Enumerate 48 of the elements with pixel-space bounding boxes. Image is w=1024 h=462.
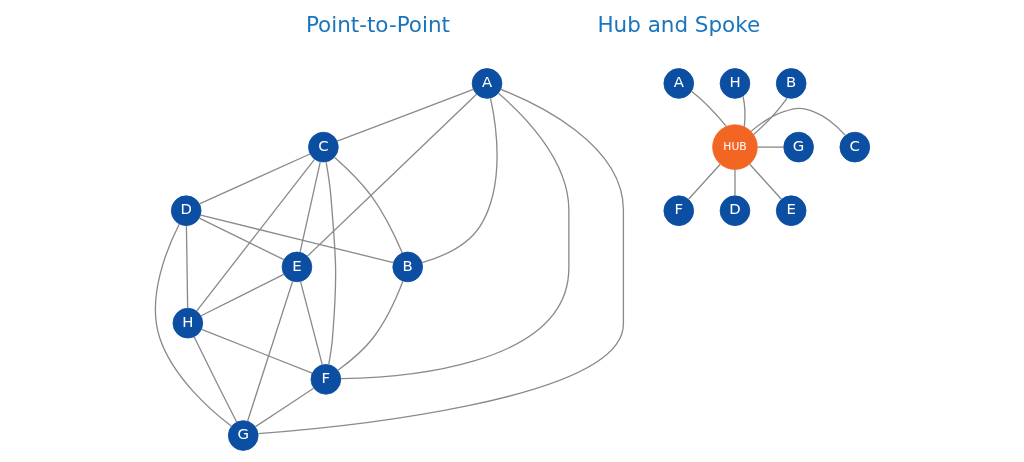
- connector: [192, 336, 237, 423]
- label: Hub and Spoke: [596, 12, 760, 38]
- connector: [741, 95, 746, 128]
- connector: [687, 163, 721, 200]
- node-circle: C: [839, 131, 870, 163]
- node-circle: F: [663, 195, 694, 227]
- connector: [335, 88, 474, 142]
- connector: [306, 93, 477, 257]
- connector: [752, 97, 788, 136]
- connector: [299, 280, 323, 366]
- connector: [154, 223, 232, 427]
- node-circle: B: [775, 68, 806, 99]
- connector: [756, 146, 784, 148]
- connector: [339, 92, 569, 380]
- node-circle: F: [310, 364, 341, 395]
- node-circle: A: [663, 68, 694, 99]
- connector: [324, 161, 336, 366]
- connector: [195, 158, 315, 312]
- connector: [256, 88, 624, 435]
- connector: [336, 280, 404, 371]
- connector: [185, 225, 188, 309]
- label: Point-to-Point: [305, 12, 450, 38]
- connector: [690, 90, 727, 128]
- node-circle: D: [719, 195, 750, 227]
- connector: [246, 280, 293, 422]
- connector: [420, 97, 498, 264]
- node-circle: H: [172, 307, 203, 339]
- connector: [333, 156, 403, 254]
- connector: [298, 161, 321, 253]
- node-circle: G: [782, 131, 814, 163]
- connector: [198, 217, 284, 261]
- node-circle: G: [227, 420, 258, 451]
- node-circle: HUB: [711, 124, 758, 170]
- connector: [199, 273, 284, 317]
- node-circle: H: [719, 68, 750, 99]
- connector: [198, 153, 311, 205]
- connector: [254, 387, 314, 428]
- node-circle: B: [391, 251, 423, 283]
- node-circle: A: [471, 68, 502, 99]
- connector: [749, 107, 846, 137]
- node-circle: E: [281, 251, 312, 283]
- node-circle: D: [170, 195, 201, 227]
- connector: [200, 328, 313, 374]
- connector: [748, 163, 782, 200]
- node-circle: E: [775, 195, 806, 227]
- connector: [199, 214, 394, 264]
- node-circle: C: [307, 131, 339, 163]
- connector: [733, 168, 736, 197]
